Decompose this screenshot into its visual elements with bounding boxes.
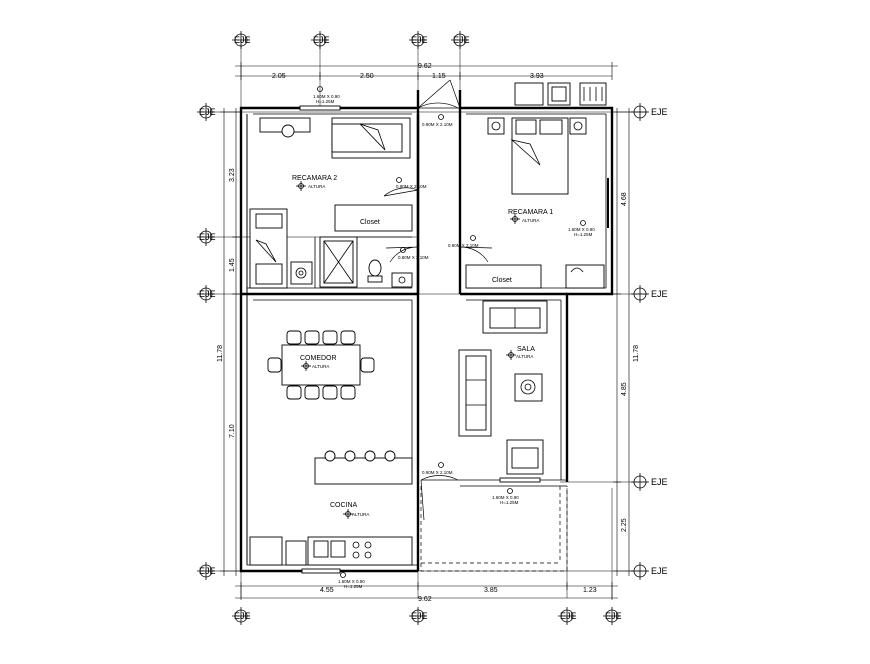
- dim-bottom-2: 3.85: [484, 587, 498, 594]
- axis-bubble-top-2: EJE: [311, 31, 330, 49]
- closet-r2: Closet: [334, 204, 413, 232]
- window-tag-height: H=1.25M: [500, 500, 519, 505]
- dim-top-total: 9.62: [418, 63, 432, 70]
- axis-label: EJE: [199, 107, 216, 117]
- living-room: [458, 300, 548, 475]
- door-tag: 0.90M X 2.10M: [448, 243, 479, 248]
- axis-bubble-left-1: EJE: [197, 103, 216, 121]
- dimensions-bottom: 4.55 3.85 1.23 9.62: [235, 582, 618, 603]
- dim-bottom-total: 9.62: [418, 596, 432, 603]
- axis-bubble-top-4: EJE: [451, 31, 470, 49]
- altura-label: ALTURA: [522, 218, 539, 223]
- altura-label: ALTURA: [312, 364, 329, 369]
- window-tag-height: H=1.25M: [574, 232, 593, 237]
- appliances-top: [514, 82, 607, 106]
- axis-label: EJE: [199, 566, 216, 576]
- window-tag-height: H=1.25M: [344, 584, 363, 589]
- door-tag: 0.90M X 2.10M: [422, 470, 453, 475]
- porch-outline: [420, 486, 568, 572]
- axis-bubble-left-2: EJE: [197, 228, 216, 246]
- dim-top-4: 3.93: [530, 73, 544, 80]
- axis-label: EJE: [651, 289, 668, 299]
- window-tag: 1.60M X 0.90: [338, 579, 365, 584]
- dim-right-1: 4.68: [621, 192, 628, 206]
- dim-bottom-3: 1.23: [583, 587, 597, 594]
- axis-label: EJE: [411, 611, 428, 621]
- axis-bubbles: EJE EJE EJE EJE EJE EJE EJE EJE: [197, 31, 668, 625]
- axis-bubble-bottom-4: EJE: [603, 607, 622, 625]
- axis-bubble-left-3: EJE: [197, 285, 216, 303]
- axis-label: EJE: [411, 35, 428, 45]
- dim-top-2: 2.50: [360, 73, 374, 80]
- room-label-recamara-1: RECAMARA 1: [508, 209, 553, 216]
- room-label-recamara-2: RECAMARA 2: [292, 175, 337, 182]
- axis-label: EJE: [313, 35, 330, 45]
- room-labels: RECAMARA 2 ALTURA RECAMARA 1 ALTURA COME…: [292, 175, 553, 517]
- axis-label: EJE: [651, 477, 668, 487]
- axis-bubble-right-4: EJE: [631, 562, 668, 580]
- dimensions-left: 3.23 1.45 11.78 7.10: [217, 108, 240, 576]
- door-tag: 0.90M X 2.10M: [422, 122, 453, 127]
- axis-label: EJE: [560, 611, 577, 621]
- closet-r1: Closet: [465, 264, 542, 289]
- closet-label: Closet: [492, 277, 512, 284]
- dimensions-top: 9.62 2.05 2.50 1.15 3.93: [235, 62, 618, 80]
- axis-bubble-right-3: EJE: [631, 473, 668, 491]
- kitchen: [249, 450, 413, 566]
- window-tag-height: H=1.25M: [316, 99, 335, 104]
- dim-left-1: 3.23: [229, 168, 236, 182]
- altura-label: ALTURA: [352, 512, 369, 517]
- axis-bubble-left-4: EJE: [197, 562, 216, 580]
- closet-label: Closet: [360, 219, 380, 226]
- window-tag: 1.60M X 0.90: [568, 227, 595, 232]
- room-label-comedor: COMEDOR: [300, 355, 337, 362]
- axis-bubble-bottom-3: EJE: [558, 607, 577, 625]
- axis-label: EJE: [453, 35, 470, 45]
- dim-left-total: 11.78: [217, 345, 224, 362]
- axis-bubble-bottom-2: EJE: [409, 607, 428, 625]
- axis-bubble-top-1: EJE: [232, 31, 251, 49]
- window-tag: 1.60M X 0.90: [313, 94, 340, 99]
- room-label-cocina: COCINA: [330, 502, 358, 509]
- axis-bubble-bottom-1: EJE: [232, 607, 251, 625]
- windows: [299, 105, 541, 574]
- axis-label: EJE: [234, 35, 251, 45]
- recamara1-furniture: [487, 117, 609, 289]
- axis-label: EJE: [199, 289, 216, 299]
- bathroom: [314, 236, 413, 288]
- axis-bubble-right-2: EJE: [631, 285, 668, 303]
- altura-label: ALTURA: [308, 184, 325, 189]
- axis-label: EJE: [605, 611, 622, 621]
- axis-label: EJE: [651, 566, 668, 576]
- axis-label: EJE: [199, 232, 216, 242]
- axis-label: EJE: [651, 107, 668, 117]
- dimensions-right: 4.68 11.78 4.85 2.25: [613, 108, 640, 576]
- dim-top-1: 2.05: [272, 73, 286, 80]
- level-markers: [296, 181, 520, 519]
- dim-top-3: 1.15: [432, 73, 446, 80]
- room-label-sala: SALA: [517, 346, 535, 353]
- dim-bottom-1: 4.55: [320, 587, 334, 594]
- dim-right-3: 2.25: [621, 518, 628, 532]
- door-tag: 0.80M X 2.10M: [398, 255, 429, 260]
- dim-left-3: 7.10: [229, 424, 236, 438]
- altura-label: ALTURA: [516, 354, 533, 359]
- recamara2-furniture: [249, 117, 411, 289]
- axis-label: EJE: [234, 611, 251, 621]
- dim-left-2: 1.45: [229, 258, 236, 272]
- window-tag: 1.60M X 0.90: [492, 495, 519, 500]
- dim-right-2: 4.85: [621, 382, 628, 396]
- dining-table: [267, 330, 375, 400]
- axis-bubble-top-3: EJE: [409, 31, 428, 49]
- opening-tags: 1.60M X 0.90 H=1.25M 0.90M X 2.10M 0.80M…: [313, 86, 595, 589]
- dim-right-total: 11.78: [633, 345, 640, 362]
- axis-bubble-right-1: EJE: [631, 103, 668, 121]
- door-tag: 0.90M X 2.10M: [396, 184, 427, 189]
